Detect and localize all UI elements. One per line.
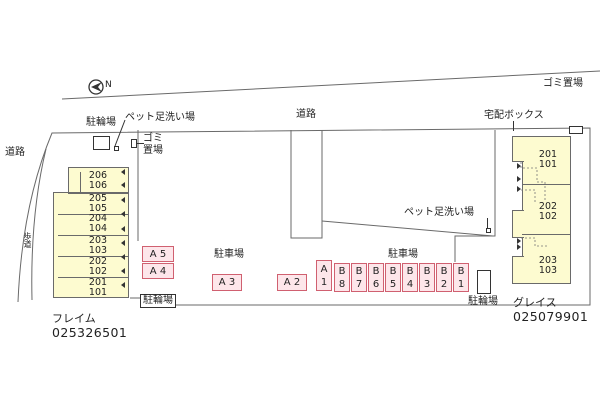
parking-stall-a3: A 3 xyxy=(212,274,242,291)
unit-205-105: 205 105 xyxy=(88,193,108,214)
entrance-arrow-icon xyxy=(121,254,125,260)
entrance-arrow-icon xyxy=(121,211,125,217)
grace-unit-202-102: 202 102 xyxy=(538,201,558,222)
parking-stall-a4: A 4 xyxy=(142,263,174,279)
pet-wash-pointer-top xyxy=(114,119,126,147)
north-label: N xyxy=(105,80,112,90)
bike-parking-label-top: 駐輪場 xyxy=(86,117,116,128)
site-boundary xyxy=(17,127,591,306)
entrance-arrow-icon xyxy=(517,244,521,250)
parking-stall-b6: B 6 xyxy=(368,263,384,292)
road-line-top xyxy=(61,70,600,100)
building-grace-wing-1 xyxy=(512,136,524,162)
building-frame-upper xyxy=(68,167,129,194)
building-frame-code: 025326501 xyxy=(52,325,128,340)
pet-wash-marker-top xyxy=(114,146,119,151)
pet-wash-label-top: ペット足洗い場 xyxy=(125,112,195,123)
entrance-arrow-icon xyxy=(121,226,125,232)
sidewalk-label: 歩道 xyxy=(23,232,32,248)
garbage-label-top-right: ゴミ置場 xyxy=(543,78,583,89)
bike-parking-label-bottom-right: 駐輪場 xyxy=(468,296,498,307)
road-label-left: 道路 xyxy=(5,147,25,158)
bike-parking-label-bottom-left: 駐輪場 xyxy=(140,294,176,308)
parking-stall-a2: A 2 xyxy=(277,274,307,291)
delivery-pointer xyxy=(513,121,514,131)
parking-stall-b7: B 7 xyxy=(351,263,367,292)
entrance-arrow-icon xyxy=(517,238,521,244)
parking-stall-b2: B 2 xyxy=(436,263,452,292)
entrance-arrow-icon xyxy=(121,182,125,188)
entrance-arrow-icon xyxy=(517,163,521,169)
sidewalk-line xyxy=(31,148,47,301)
garbage-area-left xyxy=(131,139,137,148)
entrance-arrow-icon xyxy=(121,197,125,203)
parking-label-left: 駐車場 xyxy=(214,249,244,260)
building-frame xyxy=(53,192,129,298)
entrance-arrow-icon xyxy=(517,186,521,192)
grace-unit-201-101: 201 101 xyxy=(538,149,558,170)
building-grace-wing-3 xyxy=(512,256,524,284)
parking-label-right: 駐車場 xyxy=(388,249,418,260)
parking-stall-b5: B 5 xyxy=(385,263,401,292)
parking-stall-b8: B 8 xyxy=(334,263,350,292)
unit-202-102: 202 102 xyxy=(88,256,108,277)
entrance-arrow-icon xyxy=(517,176,521,182)
road-label-top: 道路 xyxy=(296,109,316,120)
pet-wash-pointer-right xyxy=(487,218,488,228)
unit-201-101: 201 101 xyxy=(88,277,108,298)
entrance-arrow-icon xyxy=(121,282,125,288)
building-frame-name: フレイム xyxy=(52,312,96,325)
building-grace-stairs xyxy=(520,162,549,247)
building-grace xyxy=(522,136,571,284)
parking-diagonal xyxy=(321,220,494,237)
parking-stall-b4: B 4 xyxy=(402,263,418,292)
entrance-arrow-icon xyxy=(121,240,125,246)
garbage-pointer-left xyxy=(137,143,144,144)
parking-stall-b1: B 1 xyxy=(453,263,469,292)
parking-stall-a5: A 5 xyxy=(142,246,174,262)
bike-parking-top xyxy=(93,136,110,150)
parking-stall-a1: A 1 xyxy=(316,260,332,291)
unit-206-106: 206 106 xyxy=(88,170,108,191)
building-grace-code: 025079901 xyxy=(513,309,589,324)
building-grace-name: グレイス xyxy=(513,296,557,309)
north-arrow-icon: N xyxy=(88,78,122,100)
garbage-area-top-right xyxy=(569,126,583,134)
garbage-label-left: ゴミ 置場 xyxy=(143,133,163,156)
parking-outline xyxy=(137,130,496,262)
bike-parking-bottom-right xyxy=(477,270,491,294)
building-grace-wing-2 xyxy=(512,210,524,238)
pet-wash-label-right: ペット足洗い場 xyxy=(404,207,474,218)
unit-204-104: 204 104 xyxy=(88,213,108,234)
building-frame-step-line xyxy=(80,172,81,194)
delivery-box-label: 宅配ボックス xyxy=(484,110,544,121)
unit-203-103: 203 103 xyxy=(88,235,108,256)
entrance-arrow-icon xyxy=(121,268,125,274)
parking-stall-b3: B 3 xyxy=(419,263,435,292)
grace-unit-203-103: 203 103 xyxy=(538,255,558,276)
pet-wash-marker-right xyxy=(486,228,491,233)
entrance-arrow-icon xyxy=(121,169,125,175)
